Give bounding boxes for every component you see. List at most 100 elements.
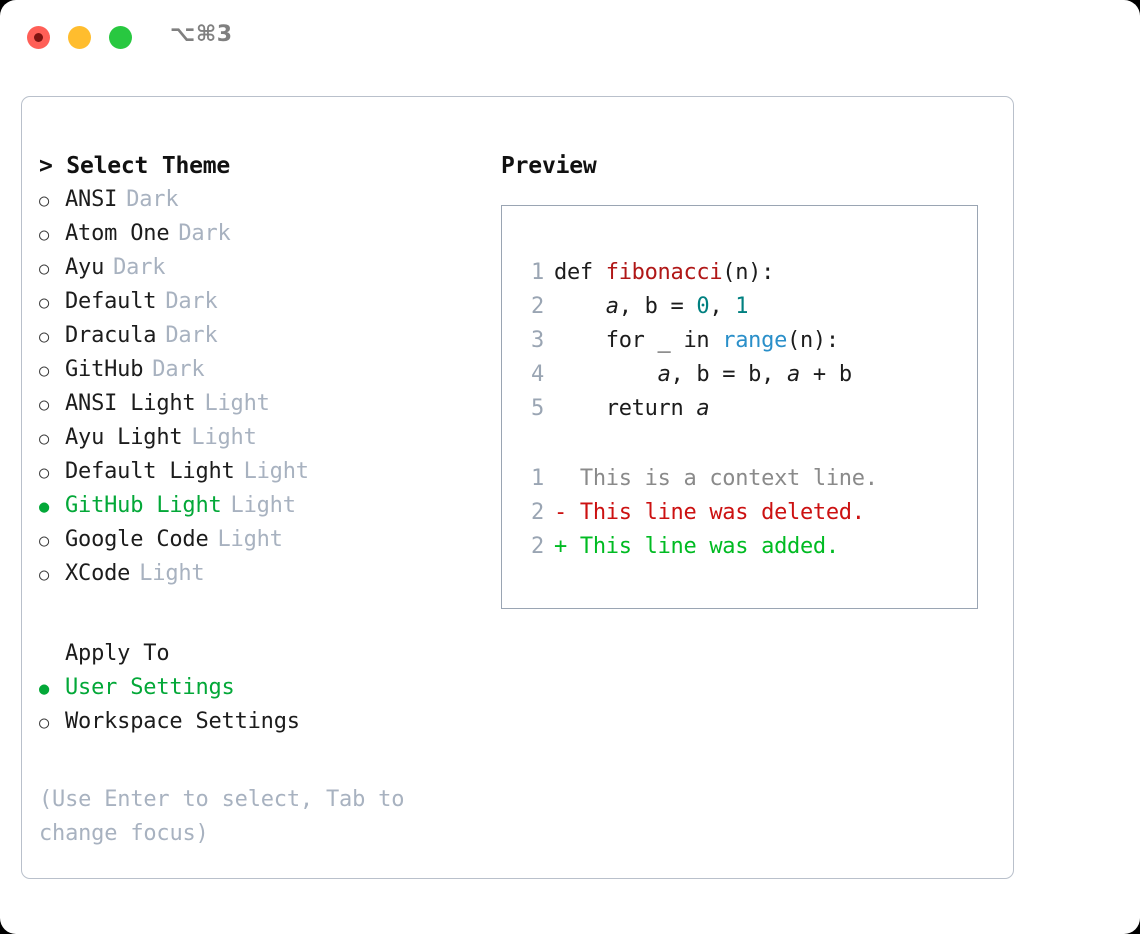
title-bar: ⌥⌘3 <box>0 0 1140 76</box>
code-token-fn: fibonacci <box>605 260 723 285</box>
theme-option-github-light[interactable]: ● GitHub Light Light <box>39 489 489 523</box>
apply-to-option-user-settings[interactable]: ●User Settings <box>39 671 489 705</box>
theme-option-label: GitHub Light <box>65 493 222 518</box>
radio-selected-icon: ● <box>39 497 50 517</box>
diff-marker <box>554 462 567 496</box>
theme-option-ayu-light[interactable]: ○ Ayu Light Light <box>39 421 489 455</box>
code-line-number: 2 <box>531 294 544 319</box>
minimize-button[interactable] <box>68 26 91 49</box>
apply-to-list[interactable]: ●User Settings ○ Workspace Settings <box>39 671 489 739</box>
code-token-plain <box>554 358 658 392</box>
diff-line-number: 2 <box>531 534 544 559</box>
code-line: 5 return a <box>520 392 977 426</box>
theme-option-default[interactable]: ○ Default Dark <box>39 285 489 319</box>
code-token-call: range <box>722 328 788 353</box>
theme-variant-badge: Light <box>243 459 309 484</box>
diff-marker: - <box>554 500 567 525</box>
theme-option-label: GitHub <box>65 357 144 382</box>
close-button[interactable] <box>27 26 50 49</box>
code-token-plain <box>554 290 606 324</box>
theme-variant-badge: Dark <box>165 323 218 348</box>
code-token-var: a <box>605 294 619 319</box>
theme-variant-badge: Dark <box>178 221 231 246</box>
theme-option-label: Ayu <box>65 255 105 280</box>
code-line-number: 5 <box>531 396 544 421</box>
code-token-plain: return <box>554 396 697 421</box>
diff-text: This line was deleted. <box>566 500 865 525</box>
apply-to-option-label: Workspace Settings <box>65 709 300 734</box>
code-line: 4 a, b = b, a + b <box>520 358 977 392</box>
radio-unselected-icon: ○ <box>39 463 50 483</box>
preview-heading: Preview <box>501 153 597 179</box>
theme-variant-badge: Light <box>217 527 283 552</box>
code-token-plain: , <box>709 294 736 319</box>
diff-sample: 1 This is a context line. 2- This line wa… <box>520 462 977 564</box>
radio-unselected-icon: ○ <box>39 225 50 245</box>
code-token-plain: = <box>657 294 697 319</box>
keyboard-shortcut-label: ⌥⌘3 <box>170 22 233 47</box>
apply-to-option-workspace-settings[interactable]: ○ Workspace Settings <box>39 705 489 739</box>
code-line: 2 a, b = 0, 1 <box>520 290 977 324</box>
code-token-var: a <box>696 396 710 421</box>
code-token-num: 0 <box>696 294 710 319</box>
theme-option-github[interactable]: ○ GitHub Dark <box>39 353 489 387</box>
keyboard-hint: (Use Enter to select, Tab to change focu… <box>39 787 405 846</box>
radio-unselected-icon: ○ <box>39 259 50 279</box>
theme-variant-badge: Dark <box>165 289 218 314</box>
theme-option-label: Default Light <box>65 459 235 484</box>
radio-unselected-icon: ○ <box>39 293 50 313</box>
code-token-plain: (n): <box>787 328 839 353</box>
code-token-var: a <box>657 362 671 387</box>
maximize-button[interactable] <box>109 26 132 49</box>
theme-option-xcode[interactable]: ○ XCode Light <box>39 557 489 591</box>
code-token-plain: , b = b, <box>670 362 788 387</box>
diff-line-number: 1 <box>531 466 544 491</box>
radio-unselected-icon: ○ <box>39 361 50 381</box>
apply-to-option-label: User Settings <box>65 675 235 700</box>
radio-unselected-icon: ○ <box>39 713 50 733</box>
theme-option-atom-one[interactable]: ○ Atom One Dark <box>39 217 489 251</box>
code-line: 3 for _ in range(n): <box>520 324 977 358</box>
theme-option-label: Dracula <box>65 323 157 348</box>
theme-option-label: Atom One <box>65 221 170 246</box>
diff-marker: + <box>554 534 567 559</box>
theme-variant-badge: Light <box>204 391 270 416</box>
code-token-plain: for _ in <box>554 328 723 353</box>
theme-option-label: Google Code <box>65 527 209 552</box>
apply-to-heading: Apply To <box>65 641 170 666</box>
theme-variant-badge: Dark <box>113 255 166 280</box>
diff-text: This line was added. <box>566 534 839 559</box>
theme-option-label: Default <box>65 289 157 314</box>
theme-option-label: Ayu Light <box>65 425 183 450</box>
radio-unselected-icon: ○ <box>39 429 50 449</box>
code-token-plain: (n): <box>722 260 775 285</box>
code-token-plain: def <box>554 260 606 285</box>
theme-variant-badge: Dark <box>152 357 205 382</box>
radio-unselected-icon: ○ <box>39 565 50 585</box>
theme-variant-badge: Light <box>139 561 205 586</box>
theme-variant-badge: Light <box>191 425 257 450</box>
theme-variant-badge: Light <box>230 493 296 518</box>
diff-line-number: 2 <box>531 500 544 525</box>
diff-line-del: 2- This line was deleted. <box>520 496 977 530</box>
theme-option-label: XCode <box>65 561 131 586</box>
theme-variant-badge: Dark <box>126 187 179 212</box>
diff-text: This is a context line. <box>566 466 878 491</box>
diff-line-add: 2 + This line was added. <box>520 530 977 564</box>
theme-option-default-light[interactable]: ○ Default Light Light <box>39 455 489 489</box>
code-token-var: a <box>787 362 800 387</box>
page-title: > Select Theme <box>39 153 231 179</box>
theme-option-ayu[interactable]: ○ Ayu Dark <box>39 251 489 285</box>
